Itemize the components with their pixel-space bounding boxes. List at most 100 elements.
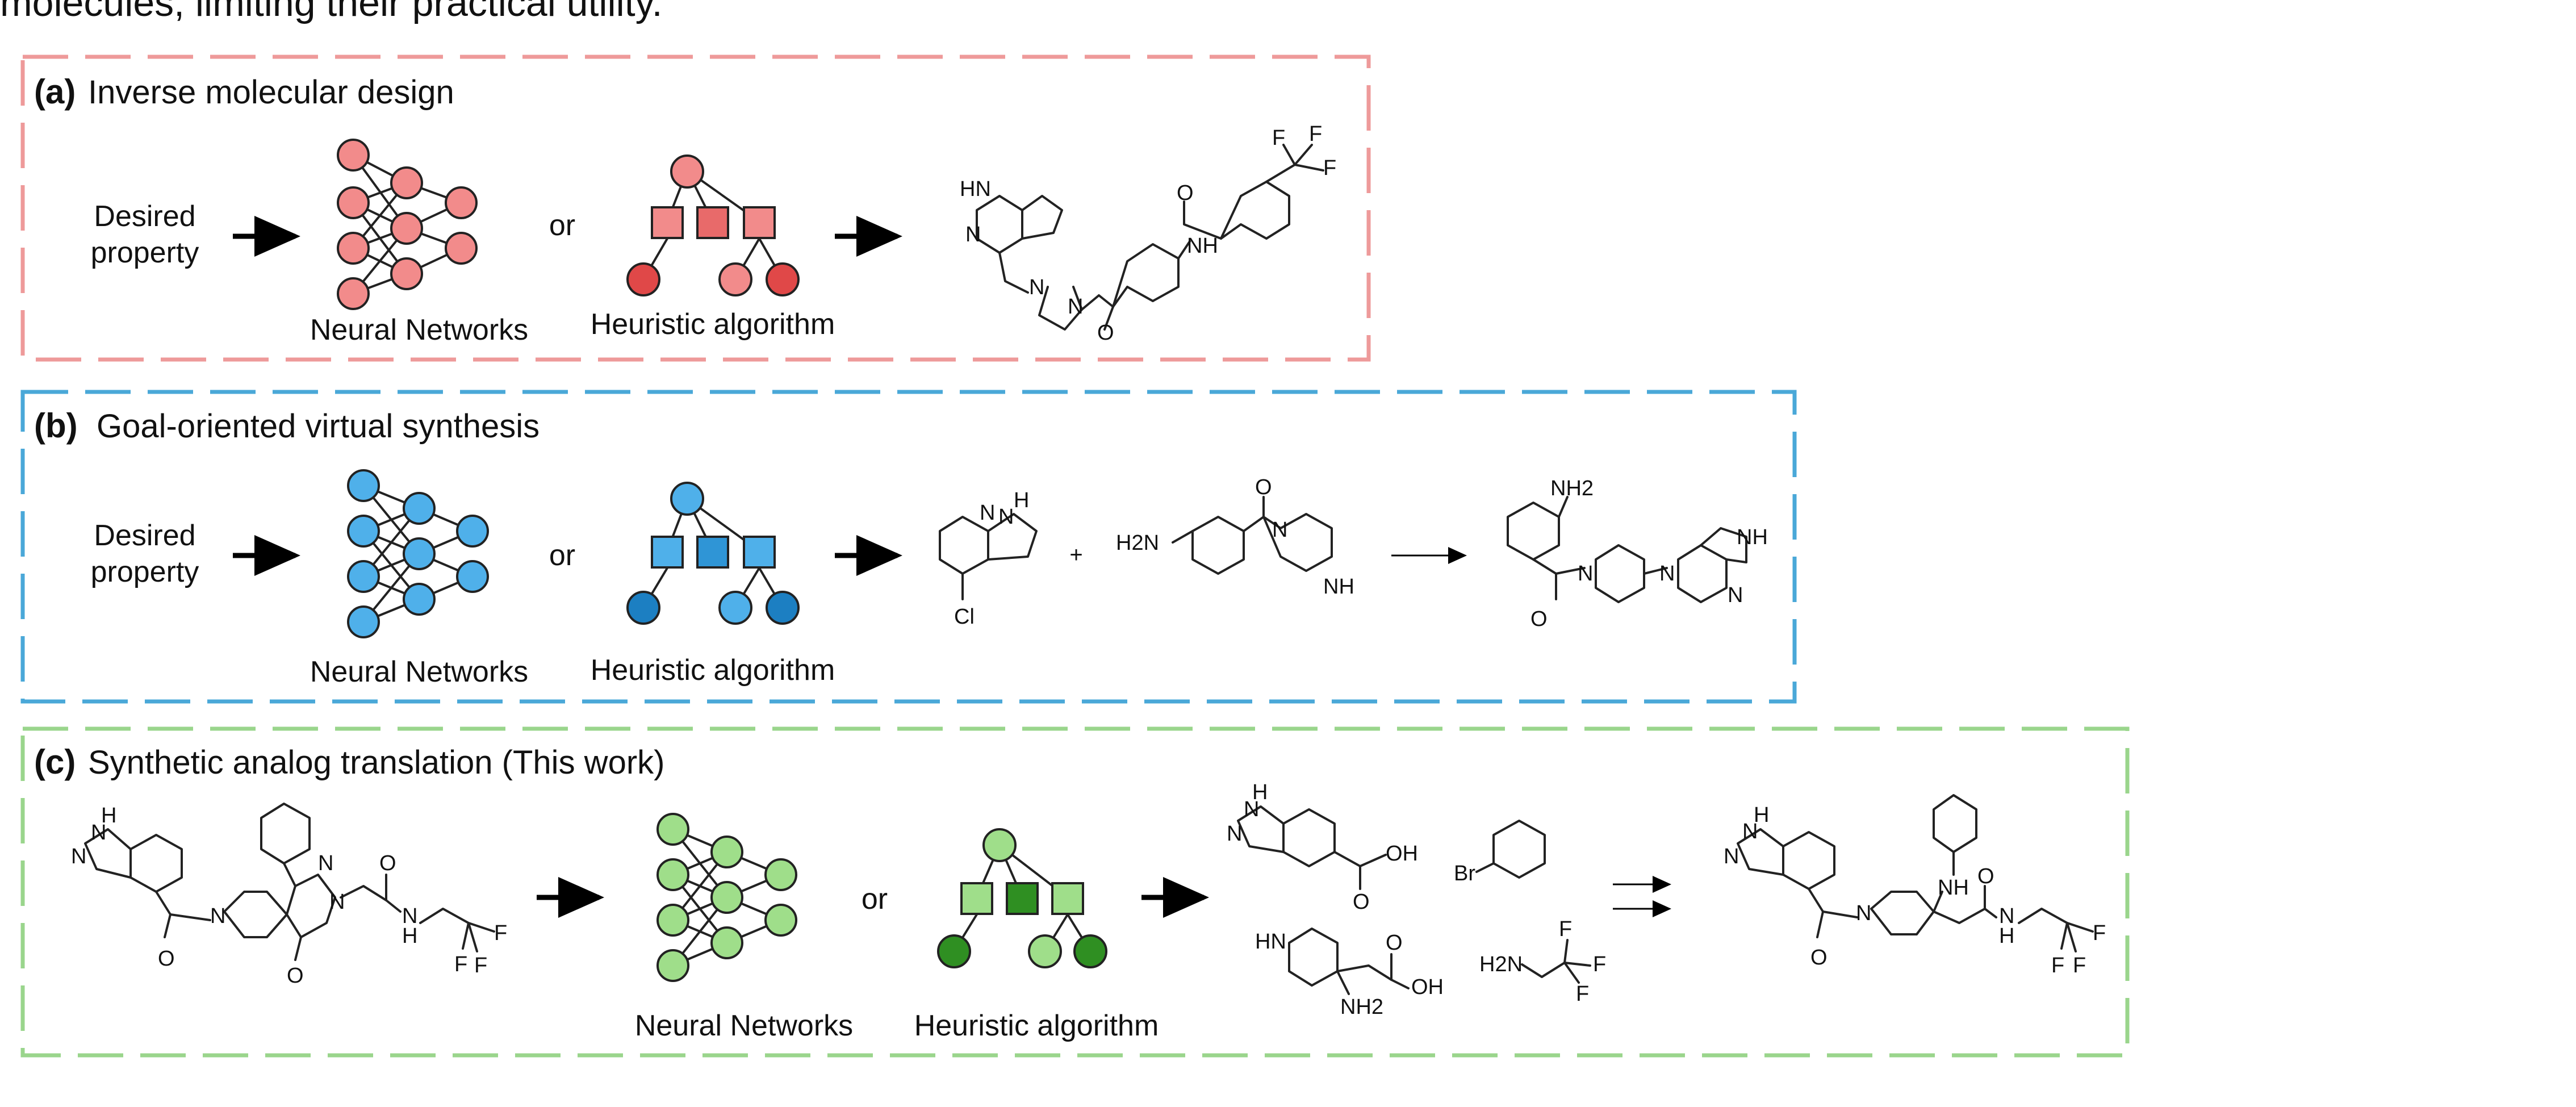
bb1-n1: N [1244, 797, 1259, 821]
mol-a-o1: O [1097, 321, 1114, 345]
mol-c-n-sp1: N [318, 851, 333, 875]
panel-b-or: or [549, 539, 575, 572]
mol-c-o3: O [379, 851, 396, 875]
panel-a-or: or [549, 209, 575, 242]
panel-b-title: Goal-oriented virtual synthesis [97, 408, 540, 445]
panel-b: (b) Goal-oriented virtual synthesis Desi… [20, 390, 1797, 704]
mol-bp-n1: N [1578, 562, 1593, 586]
mol-b1-cl: Cl [954, 605, 975, 629]
panel-a-title: Inverse molecular design [88, 74, 454, 111]
panel-c-bb-amine: H2N F F F [1479, 917, 1606, 1006]
panel-b-plus: + [1069, 542, 1082, 567]
mol-c-n-ind2: N [71, 845, 86, 868]
mol-b2-nh: NH [1323, 575, 1354, 599]
mol-bp-o: O [1530, 607, 1548, 631]
panel-c: (c) Synthetic analog translation (This w… [20, 726, 2130, 1058]
panel-c-bb-bromobenzene: Br [1454, 820, 1546, 885]
panel-a-label: (a) [34, 73, 76, 111]
panel-b-heuristic-label: Heuristic algorithm [591, 654, 835, 687]
bb4-h2n: H2N [1479, 953, 1523, 976]
mol-c-o2: O [287, 964, 304, 988]
mol-bp-n2: N [1659, 562, 1675, 586]
panel-c-nn-label: Neural Networks [635, 1009, 853, 1042]
panel-b-nn-label: Neural Networks [310, 655, 528, 688]
mol-a-hn: HN [960, 177, 991, 201]
panel-b-input-line1: Desired [94, 519, 195, 552]
bb1-n2: N [1227, 822, 1242, 846]
panel-c-border [20, 726, 2130, 1058]
panel-b-border [20, 390, 1797, 704]
panel-b-product: NH2 O N N NH N [1507, 477, 1768, 631]
mol-bp-n3: N [1728, 583, 1743, 607]
mol-c-n-am: N [402, 904, 417, 928]
molp-nh-an: NH [1938, 876, 1969, 900]
mol-bp-nh: NH [1737, 525, 1768, 549]
mol-b2-n: N [1272, 518, 1287, 542]
panel-a-border [20, 55, 1371, 362]
mol-b1-n2: N [980, 501, 995, 525]
panel-a-target-molecule: HN N N N O NH O F F F [960, 122, 1336, 345]
bb3-hn: HN [1255, 930, 1286, 954]
mol-c-n-sp2: N [329, 890, 345, 914]
mol-c-f2: F [454, 953, 467, 976]
panel-a: (a) Inverse molecular design Desired pro… [20, 55, 1371, 362]
bb1-h: H [1252, 780, 1268, 804]
bb1-o: O [1353, 890, 1370, 914]
mol-c-h: H [101, 804, 116, 828]
mol-c-f3: F [474, 954, 487, 977]
molp-o1: O [1810, 946, 1828, 970]
molp-h: H [1754, 803, 1769, 827]
mol-c-f1: F [494, 921, 507, 945]
molp-f3: F [2073, 954, 2086, 977]
mol-c-n-pip: N [210, 904, 225, 928]
bb3-nh2: NH2 [1340, 995, 1383, 1019]
panel-c-bb-indazole-acid: H N N O OH [1227, 780, 1418, 914]
panel-a-input-line2: property [91, 236, 199, 269]
panel-c-or: or [862, 883, 888, 916]
mol-a-n-ring1: N [1029, 275, 1044, 299]
panel-b-heuristic-icon [626, 482, 800, 625]
mol-a-o2: O [1177, 181, 1194, 205]
mol-a-n-pyridine: N [965, 223, 981, 247]
panel-c-product: H N N O N NH O N H F F F [1724, 794, 2106, 977]
molp-h2: H [1999, 924, 2014, 948]
molp-f2: F [2051, 954, 2064, 977]
mol-b1-h: H [1014, 488, 1029, 512]
panel-c-nn-icon [656, 813, 797, 982]
bb3-oh: OH [1411, 975, 1444, 999]
mol-b2-o: O [1255, 475, 1272, 499]
molp-n2: N [1724, 845, 1739, 868]
mol-b1-n1: N [998, 505, 1014, 529]
mol-a-f1: F [1272, 126, 1285, 150]
mol-a-f3: F [1323, 156, 1336, 180]
panel-a-heuristic-icon [626, 154, 800, 296]
bb3-o: O [1386, 931, 1403, 955]
panel-c-heuristic-icon [937, 828, 1107, 968]
mol-bp-nh2: NH2 [1550, 477, 1594, 500]
panel-b-nn-icon [347, 469, 489, 638]
panel-c-heuristic-label: Heuristic algorithm [914, 1009, 1159, 1042]
panel-c-label: (c) [34, 743, 76, 781]
panel-c-title: Synthetic analog translation (This work) [88, 744, 664, 781]
truncated-body-text: molecules, limiting their practical util… [0, 0, 663, 24]
bb4-f2: F [1593, 953, 1606, 976]
molp-f1: F [2093, 921, 2106, 945]
bb4-f3: F [1576, 982, 1589, 1006]
mol-a-f2: F [1309, 122, 1322, 146]
bb1-oh: OH [1386, 842, 1418, 866]
molp-n: N [1999, 904, 2014, 928]
panel-b-reactant-1: H N N Cl [939, 488, 1038, 629]
panel-b-reactant-2: H2N O N NH [1116, 475, 1354, 599]
panel-c-bb-piperidine: HN NH2 O OH [1255, 928, 1444, 1019]
panel-b-input-line2: property [91, 555, 199, 588]
molp-n1: N [1742, 820, 1758, 843]
panel-b-label: (b) [34, 407, 78, 445]
panel-a-input-line1: Desired [94, 200, 195, 233]
bb2-br: Br [1454, 862, 1475, 885]
mol-c-nh: H [402, 924, 417, 948]
mol-a-n-ring2: N [1068, 295, 1083, 319]
molp-o2: O [1977, 864, 1994, 888]
bb4-f1: F [1559, 917, 1572, 941]
panel-a-nn-label: Neural Networks [310, 314, 528, 346]
